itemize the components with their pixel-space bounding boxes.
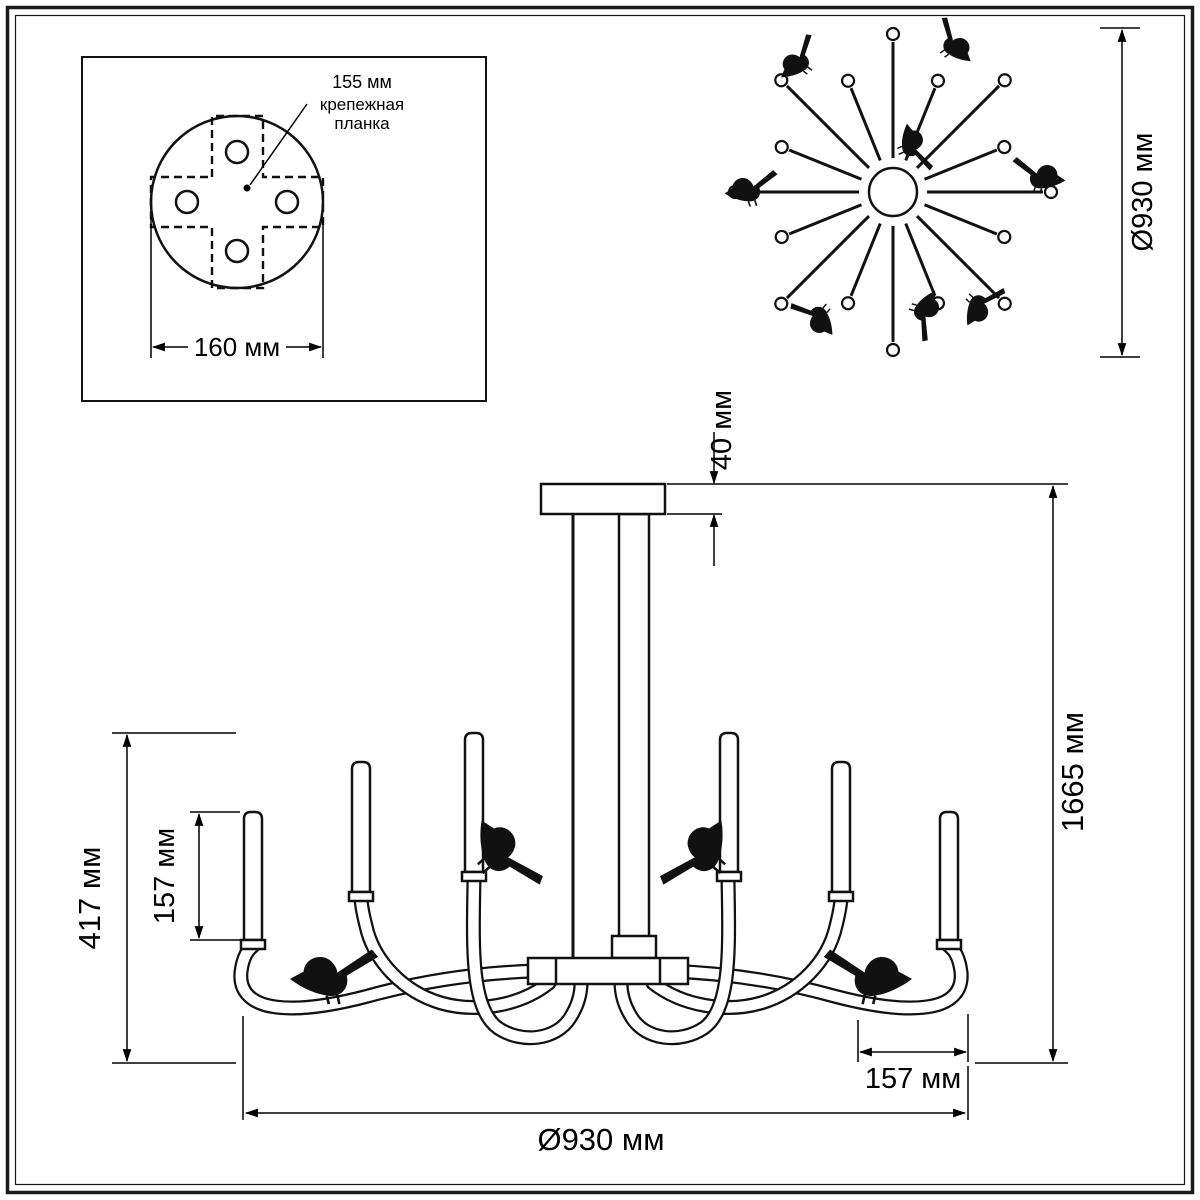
ray	[838, 219, 888, 313]
bracket-label-line1: крепежная	[320, 95, 404, 114]
inner-border	[14, 14, 1186, 1186]
dimension-arm-drop: 417 мм	[72, 732, 236, 1064]
dimension-plate-width: 160 мм	[150, 218, 324, 362]
ray	[772, 197, 866, 247]
arm-outer-right-fill	[660, 940, 967, 1014]
dimension-canopy-height: 40 мм	[667, 390, 738, 566]
mounting-hole-right	[274, 189, 300, 215]
candle-4-socket	[715, 870, 743, 883]
ray	[885, 26, 901, 160]
ray	[920, 137, 1014, 187]
ray	[772, 137, 866, 187]
arm-inner-left-fill	[468, 872, 587, 1043]
center-hub	[526, 956, 690, 986]
bird-icon	[1008, 155, 1069, 197]
pitch-reference-dot	[243, 184, 251, 192]
ray	[771, 210, 875, 314]
top-view: Ø930 мм	[721, 14, 1159, 358]
arm-middle-right-fill	[647, 891, 847, 1013]
arm-middle-left-fill	[355, 891, 555, 1013]
dimension-diameter: Ø930 мм	[242, 1016, 969, 1157]
candle-2-socket	[347, 890, 375, 903]
detail-box	[81, 56, 487, 402]
ray	[885, 224, 901, 358]
mounting-hole-left	[174, 189, 200, 215]
candle-6	[938, 810, 960, 942]
bird-icon	[787, 285, 845, 347]
plate-width-label: 160 мм	[194, 332, 280, 362]
bracket-label-line2: планка	[334, 114, 390, 133]
candle-5	[830, 760, 852, 894]
canopy-height-label: 40 мм	[706, 390, 738, 470]
pitch-label: 155 мм	[332, 72, 392, 92]
bird-icon	[897, 283, 951, 345]
arm-drop-label: 417 мм	[72, 847, 107, 950]
ray	[838, 71, 888, 165]
outer-border	[5, 5, 1195, 1195]
ray	[771, 70, 875, 174]
candle-1	[242, 810, 264, 942]
diameter-label: Ø930 мм	[537, 1122, 664, 1157]
dimension-bird-offset: 157 мм	[857, 1014, 969, 1095]
center-rod	[617, 512, 651, 960]
arms	[233, 870, 969, 1046]
candle-5-socket	[827, 890, 855, 903]
mounting-plate-detail: 155 мм крепежная планка 160 мм	[81, 56, 487, 402]
ray	[911, 70, 1015, 174]
candle-1-socket	[239, 938, 267, 951]
bird-offset-label: 157 мм	[865, 1063, 961, 1095]
dimension-top-view-diameter: Ø930 мм	[1100, 27, 1159, 358]
total-height-label: 1665 мм	[1055, 712, 1090, 832]
candle-4	[718, 731, 740, 874]
ray	[920, 197, 1014, 247]
candle-3	[463, 731, 485, 874]
bird-icon	[721, 168, 782, 210]
top-view-diameter-label: Ø930 мм	[1127, 133, 1159, 252]
mounting-hole-bottom	[224, 238, 250, 264]
candle-2	[350, 760, 372, 894]
ceiling-canopy	[539, 482, 667, 516]
dimension-candle-height: 157 мм	[149, 811, 240, 941]
ray	[898, 219, 948, 313]
candles	[239, 731, 963, 951]
arm-inner-right-fill	[615, 872, 734, 1043]
rod-collar	[610, 934, 658, 960]
dimension-total-height: 1665 мм	[722, 483, 1090, 1064]
leader-line	[249, 103, 308, 186]
mounting-hole-top	[224, 139, 250, 165]
arm-outer-left-fill	[235, 940, 542, 1014]
candle-6-socket	[935, 938, 963, 951]
candle-height-label: 157 мм	[149, 828, 181, 924]
hub-top-view	[867, 166, 919, 218]
candle-3-socket	[460, 870, 488, 883]
side-view: 40 мм 1665 мм 417 мм 157 мм	[72, 390, 1090, 1157]
bird-icon	[922, 14, 983, 73]
